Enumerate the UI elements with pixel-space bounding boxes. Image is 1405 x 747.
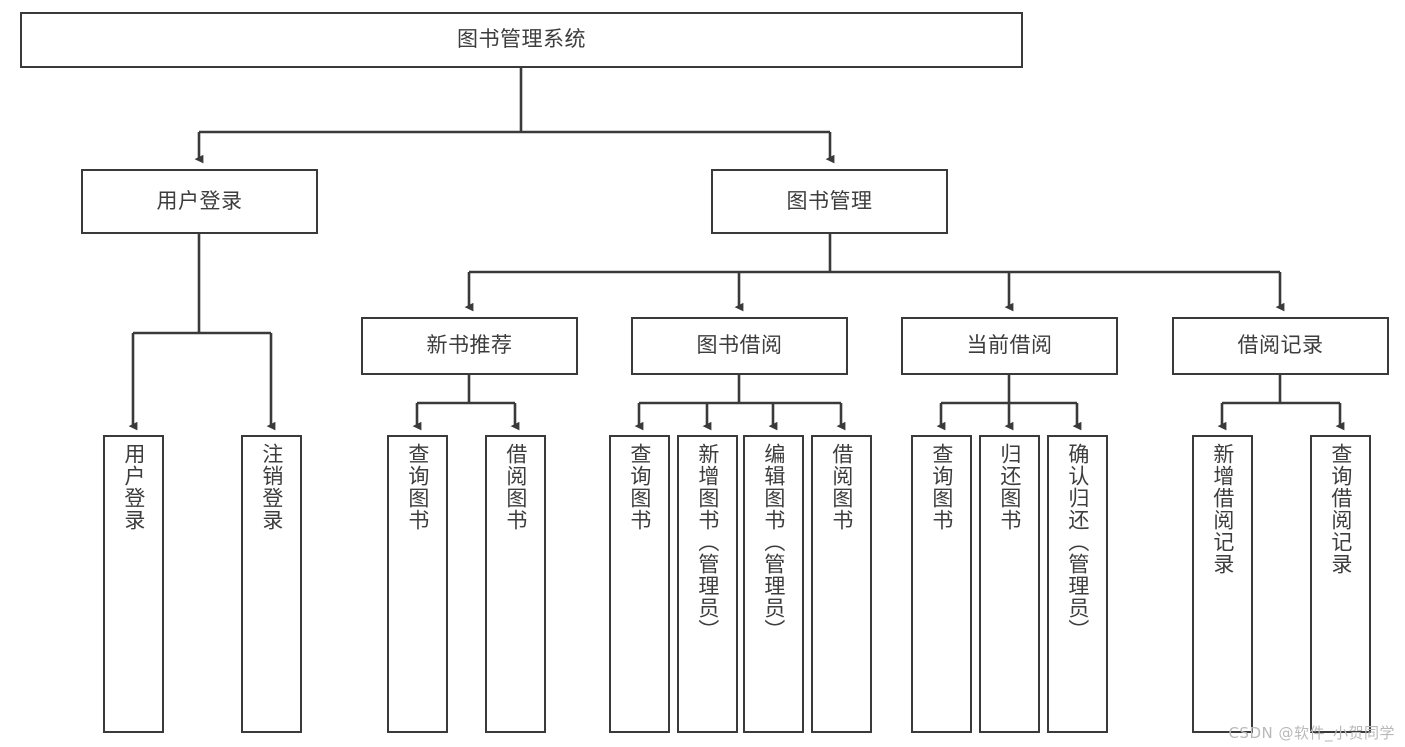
node-current-borrow-label: 当前借阅: [966, 333, 1053, 358]
leaf-query-book-3-label: 查询图书: [929, 443, 954, 531]
leaf-query-book-2-label: 查询图书: [627, 443, 652, 531]
leaf-return-book-label: 归还图书: [997, 443, 1022, 531]
node-book-manage[interactable]: 图书管理: [711, 169, 948, 234]
node-root-label: 图书管理系统: [457, 27, 586, 52]
leaf-borrow-book-2[interactable]: 借阅图书: [811, 435, 872, 733]
node-book-borrow-label: 图书借阅: [696, 333, 783, 358]
node-new-book-rec-label: 新书推荐: [426, 333, 513, 358]
leaf-add-record[interactable]: 新增借阅记录: [1192, 435, 1253, 733]
node-borrow-record[interactable]: 借阅记录: [1172, 317, 1389, 375]
node-new-book-rec[interactable]: 新书推荐: [361, 317, 578, 375]
leaf-query-book-3[interactable]: 查询图书: [911, 435, 972, 733]
leaf-edit-book[interactable]: 编辑图书（管理员）: [743, 435, 804, 733]
node-borrow-record-label: 借阅记录: [1237, 333, 1324, 358]
leaf-add-record-label: 新增借阅记录: [1210, 443, 1235, 575]
leaf-confirm-return[interactable]: 确认归还（管理员）: [1047, 435, 1108, 733]
csdn-watermark: CSDN @软件_小贺同学: [1228, 724, 1395, 742]
leaf-return-book[interactable]: 归还图书: [979, 435, 1040, 733]
leaf-confirm-return-label: 确认归还（管理员）: [1065, 443, 1090, 641]
leaf-query-book-2[interactable]: 查询图书: [609, 435, 670, 733]
leaf-user-login[interactable]: 用户登录: [103, 435, 164, 733]
leaf-user-login-label: 用户登录: [121, 443, 146, 531]
leaf-add-book-label: 新增图书（管理员）: [695, 443, 720, 641]
leaf-add-book[interactable]: 新增图书（管理员）: [677, 435, 738, 733]
node-current-borrow[interactable]: 当前借阅: [901, 317, 1118, 375]
leaf-edit-book-label: 编辑图书（管理员）: [761, 443, 786, 641]
leaf-borrow-book-1[interactable]: 借阅图书: [485, 435, 546, 733]
node-book-manage-label: 图书管理: [786, 188, 873, 213]
leaf-borrow-book-1-label: 借阅图书: [503, 443, 528, 531]
leaf-query-record-label: 查询借阅记录: [1328, 443, 1353, 575]
node-book-borrow[interactable]: 图书借阅: [631, 317, 848, 375]
node-user-login[interactable]: 用户登录: [81, 169, 318, 234]
leaf-query-record[interactable]: 查询借阅记录: [1310, 435, 1371, 733]
leaf-logout-login-label: 注销登录: [259, 443, 284, 531]
leaf-query-book-1-label: 查询图书: [405, 443, 430, 531]
leaf-query-book-1[interactable]: 查询图书: [387, 435, 448, 733]
leaf-logout-login[interactable]: 注销登录: [241, 435, 302, 733]
node-root[interactable]: 图书管理系统: [20, 12, 1023, 68]
leaf-borrow-book-2-label: 借阅图书: [829, 443, 854, 531]
node-user-login-label: 用户登录: [156, 188, 243, 213]
